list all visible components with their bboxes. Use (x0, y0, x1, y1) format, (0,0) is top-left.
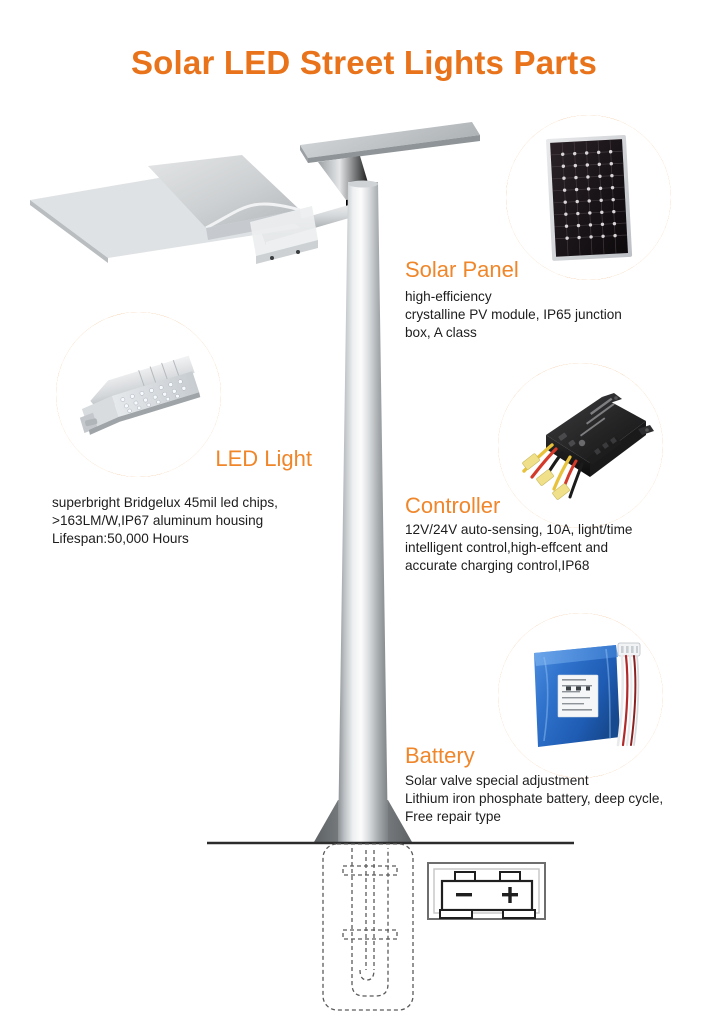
solar-panel-body: high-efficiency crystalline PV module, I… (405, 289, 622, 341)
callout-controller: Controller 12V/24V auto-sensing, 10A, li… (405, 494, 705, 575)
underground-foundation-art (322, 843, 414, 1011)
led-light-photo (56, 312, 221, 477)
callout-led-light: LED Light superbright Bridgelux 45mil le… (52, 447, 352, 548)
battery-body: Solar valve special adjustment Lithium i… (405, 773, 664, 825)
led-light-heading: LED Light (215, 446, 312, 471)
led-light-body: superbright Bridgelux 45mil led chips, >… (52, 495, 278, 547)
solar-panel-photo (506, 115, 671, 280)
solar-panel-mount-art (300, 122, 480, 212)
controller-heading: Controller (405, 493, 501, 518)
solar-panel-heading: Solar Panel (405, 257, 519, 282)
callout-battery: Battery Solar valve special adjustment L… (405, 744, 725, 826)
battery-heading: Battery (405, 743, 475, 768)
battery-box-diagram-art (427, 862, 546, 920)
lamp-head-art (30, 155, 318, 264)
street-light-illustration (30, 122, 574, 1011)
street-light-pole-art (338, 180, 388, 842)
controller-photo (498, 363, 663, 528)
controller-body: 12V/24V auto-sensing, 10A, light/time in… (405, 522, 633, 574)
pole-base-flange-art (314, 800, 412, 842)
battery-photo (498, 613, 663, 778)
callout-solar-panel: Solar Panel high-efficiency crystalline … (405, 258, 705, 342)
page-title: Solar LED Street Lights Parts (130, 44, 598, 81)
